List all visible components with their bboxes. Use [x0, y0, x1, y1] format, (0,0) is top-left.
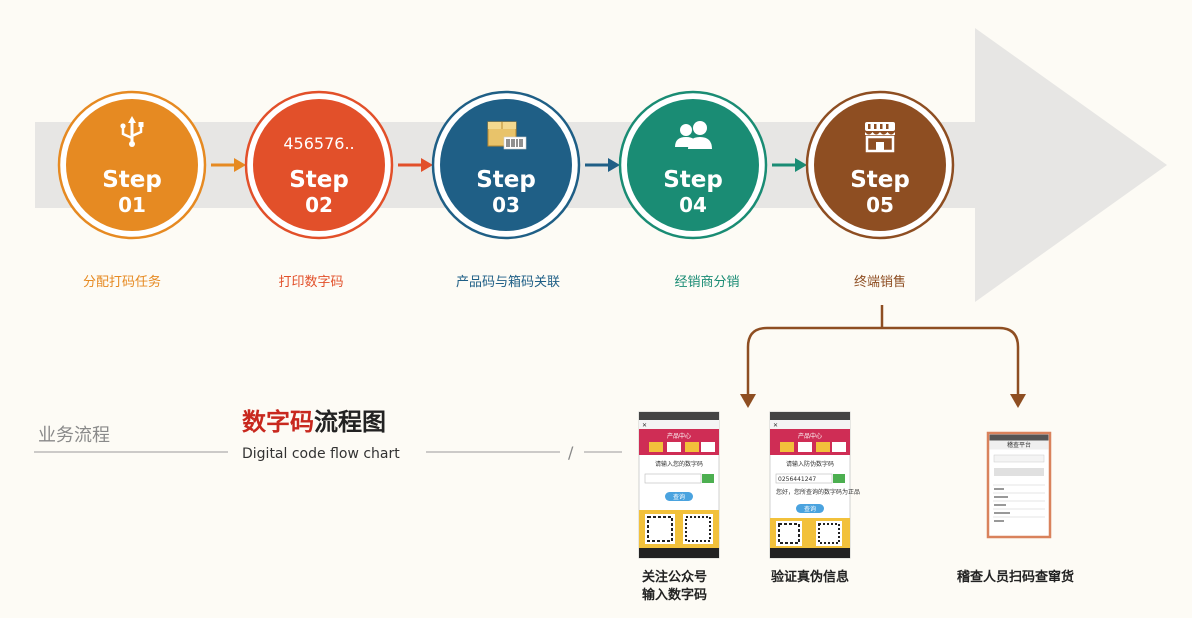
- step-2-disc: [253, 99, 385, 231]
- step-1-word: Step: [102, 167, 162, 193]
- step-5-word: Step: [850, 167, 910, 193]
- step-4-number: 04: [679, 193, 707, 217]
- connector-3-4-head: [608, 158, 620, 172]
- phone-screenshot-verify: ✕ 产品中心 请输入防伪数字码 0256441247 您好，您所查询的数字码为正…: [769, 411, 860, 559]
- page-title-rest: 流程图: [314, 408, 386, 436]
- phone2-caption: 验证真伪信息: [771, 569, 849, 585]
- step-1-label: 分配打码任务: [83, 274, 161, 290]
- page-subtitle: Digital code flow chart: [242, 446, 400, 462]
- phone2-code-input: [775, 473, 833, 484]
- phone-screenshot-inspector: 稽查平台: [986, 431, 1052, 539]
- step-3: Step 03: [431, 90, 581, 240]
- phone1-prompt: 请输入您的数字码: [655, 460, 703, 468]
- step-2-number: 02: [305, 193, 333, 217]
- phone1-close-icon: ✕: [642, 422, 647, 429]
- phone1-code-input: [644, 473, 702, 484]
- step-2-word: Step: [289, 167, 349, 193]
- phone1-query-button: [665, 492, 693, 501]
- phone1-go-button: [702, 474, 714, 483]
- step-5: Step 05: [805, 90, 955, 240]
- step-1-disc: [66, 99, 198, 231]
- step-3-disc: [440, 99, 572, 231]
- step-5-label: 终端销售: [854, 274, 906, 290]
- branch-connector: [746, 305, 1020, 396]
- step-5-disc: [814, 99, 946, 231]
- step-4: Step 04: [618, 90, 768, 240]
- phone2-result: 您好，您所查询的数字码为正品: [776, 488, 860, 496]
- step-3-number: 03: [492, 193, 520, 217]
- phone1-banner-title: 产品中心: [667, 432, 691, 440]
- phone2-query-label: 查询: [804, 505, 816, 513]
- step-4-disc: [627, 99, 759, 231]
- page-title-highlight: 数字码: [242, 408, 314, 436]
- section-label: 业务流程: [38, 425, 110, 446]
- connector-4-5-head: [795, 158, 807, 172]
- phone2-code-value: 0256441247: [778, 476, 816, 483]
- shop-icon: [865, 122, 895, 153]
- step-3-label: 产品码与箱码关联: [456, 274, 560, 290]
- box-barcode-icon: [487, 121, 527, 150]
- step-4-label: 经销商分销: [674, 275, 739, 290]
- phone-screenshot-wechat: ✕ 产品中心 请输入您的数字码 查询: [638, 411, 720, 559]
- phone1-qr-right: [683, 514, 713, 544]
- phone2-qr-right: [816, 521, 842, 546]
- step-1: Step 01: [57, 90, 207, 240]
- subtitle-slash: /: [568, 443, 574, 462]
- branch-arrow-left: [740, 394, 756, 408]
- phone1-caption-line1: 关注公众号: [642, 569, 707, 585]
- step-1-number: 01: [118, 193, 146, 217]
- step-2-label: 打印数字码: [278, 275, 343, 290]
- step-2-sample-code: 456576..: [283, 134, 354, 153]
- step-3-word: Step: [476, 167, 536, 193]
- branch-arrow-right: [1010, 394, 1026, 408]
- phone2-query-button: [796, 504, 824, 513]
- phone2-prompt: 请输入防伪数字码: [786, 460, 834, 468]
- connector-2-3-head: [421, 158, 433, 172]
- usb-icon: [120, 116, 144, 147]
- users-icon: [675, 121, 712, 149]
- phone1-qr-left: [645, 514, 675, 544]
- phone3-scan-button: [994, 468, 1044, 476]
- phone2-close-icon: ✕: [773, 422, 778, 429]
- phone2-go-button: [833, 474, 845, 483]
- phone3-header: 稽查平台: [1007, 441, 1031, 449]
- page-title: 数字码流程图: [242, 408, 386, 436]
- step-connectors: [211, 158, 807, 172]
- phone2-banner-title: 产品中心: [798, 432, 822, 440]
- phone2-qr-left: [776, 521, 802, 546]
- step-2: 456576.. Step 02: [244, 90, 394, 240]
- phone3-scan-field: [993, 454, 1045, 463]
- phone3-caption: 稽查人员扫码查窜货: [957, 569, 1074, 585]
- connector-1-2-head: [234, 158, 246, 172]
- phone1-query-label: 查询: [673, 493, 685, 501]
- step-4-word: Step: [663, 167, 723, 193]
- phone1-caption-line2: 输入数字码: [642, 587, 707, 603]
- step-5-number: 05: [866, 193, 894, 217]
